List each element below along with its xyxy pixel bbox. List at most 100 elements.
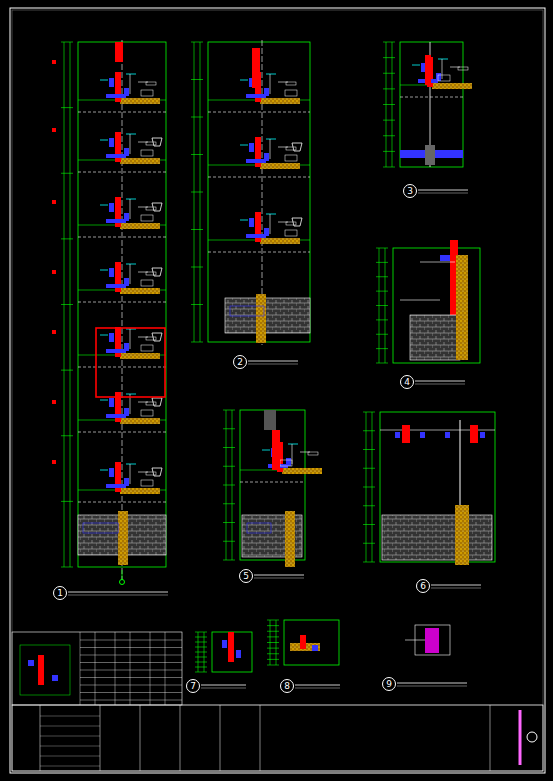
drawing-line — [438, 59, 448, 60]
drawing-shape — [52, 200, 56, 204]
drawing-line — [248, 364, 298, 365]
callout-text: 6 — [420, 582, 426, 591]
drawing-line — [195, 652, 207, 653]
drawing-line — [376, 248, 388, 249]
drawing-line — [180, 705, 181, 771]
drawing-line — [442, 59, 443, 79]
drawing-shape — [52, 128, 56, 132]
drawing-shape — [141, 150, 153, 156]
drawing-shape — [264, 410, 276, 430]
drawing-shape — [208, 42, 310, 342]
drawing-line — [412, 65, 420, 66]
drawing-line — [95, 632, 96, 705]
drawing-shape — [395, 432, 400, 438]
drawing-line — [195, 647, 207, 648]
drawing-line — [80, 670, 182, 671]
drawing-line — [122, 40, 123, 580]
drawing-shape — [20, 645, 70, 695]
drawing-shape — [222, 640, 227, 648]
drawing-line — [223, 466, 235, 467]
drawing-line — [61, 501, 73, 502]
drawing-shape — [106, 484, 126, 488]
drawing-line — [191, 79, 203, 80]
drawing-line — [266, 139, 276, 140]
drawing-line — [100, 80, 108, 81]
drawing-shape — [109, 78, 114, 87]
toilet-symbol — [152, 398, 162, 406]
drawing-shape — [120, 98, 160, 104]
drawing-shape — [246, 159, 266, 163]
drawing-line — [126, 394, 136, 395]
drawing-shape — [106, 154, 126, 158]
drawing-line — [191, 229, 203, 230]
drawing-line — [397, 686, 467, 687]
drawing-line — [40, 746, 100, 747]
drawing-line — [100, 705, 101, 771]
drawing-shape — [146, 272, 156, 275]
drawing-line — [100, 400, 108, 401]
drawing-line — [363, 468, 375, 469]
drawing-line — [363, 524, 375, 525]
drawing-shape — [146, 402, 156, 405]
drawing-line — [397, 683, 467, 684]
drawing-line — [126, 134, 136, 135]
drawing-shape — [141, 480, 153, 486]
drawing-line — [40, 726, 100, 727]
drawing-line — [130, 329, 131, 349]
drawing-shape — [425, 628, 439, 653]
callout-text: 2 — [237, 358, 243, 367]
drawing-line — [254, 575, 304, 576]
drawing-line — [400, 300, 440, 301]
drawing-line — [195, 662, 207, 663]
callout-text: 3 — [407, 187, 413, 196]
drawing-shape — [286, 82, 296, 85]
drawing-shape — [285, 90, 297, 96]
drawing-shape — [300, 635, 306, 649]
drawing-line — [363, 430, 375, 431]
drawing-line — [383, 104, 395, 105]
callout-text: 7 — [190, 682, 196, 691]
drawing-line — [195, 667, 207, 668]
drawing-line — [191, 267, 203, 268]
drawing-shape — [246, 234, 266, 238]
drawing-line — [191, 304, 203, 305]
drawing-line — [376, 262, 388, 263]
drawing-line — [267, 636, 279, 637]
drawing-shape — [260, 238, 300, 244]
drawing-shape — [284, 620, 339, 665]
drawing-line — [195, 642, 207, 643]
drawing-line — [195, 672, 207, 673]
drawing-shape — [380, 412, 495, 562]
drawing-line — [383, 88, 395, 89]
drawing-shape — [260, 163, 300, 169]
callout-text: 4 — [404, 378, 410, 387]
drawing-line — [267, 642, 279, 643]
drawing-line — [267, 653, 279, 654]
drawing-shape — [52, 675, 58, 681]
drawing-shape — [109, 398, 114, 407]
drawing-shape — [38, 655, 44, 685]
drawing-line — [80, 647, 182, 648]
drawing-line — [78, 502, 166, 503]
drawing-line — [266, 214, 276, 215]
drawing-line — [100, 470, 108, 471]
drawing-line — [130, 632, 131, 705]
toilet-symbol — [152, 203, 162, 211]
drawing-shape — [52, 270, 56, 274]
drawing-shape — [228, 632, 234, 662]
drawing-shape — [146, 472, 156, 475]
drawing-shape — [456, 255, 468, 360]
drawing-line — [61, 370, 73, 371]
callout-text: 8 — [284, 682, 290, 691]
drawing-shape — [109, 468, 114, 477]
drawing-line — [295, 685, 340, 686]
drawing-line — [130, 464, 131, 484]
drawing-line — [80, 655, 182, 656]
drawing-line — [405, 640, 425, 641]
toilet-symbol — [152, 333, 162, 341]
drawing-shape — [120, 288, 160, 294]
drawing-line — [68, 592, 168, 593]
drawing-line — [376, 305, 388, 306]
callout-number: 2 — [233, 355, 247, 369]
drawing-shape — [118, 511, 128, 565]
